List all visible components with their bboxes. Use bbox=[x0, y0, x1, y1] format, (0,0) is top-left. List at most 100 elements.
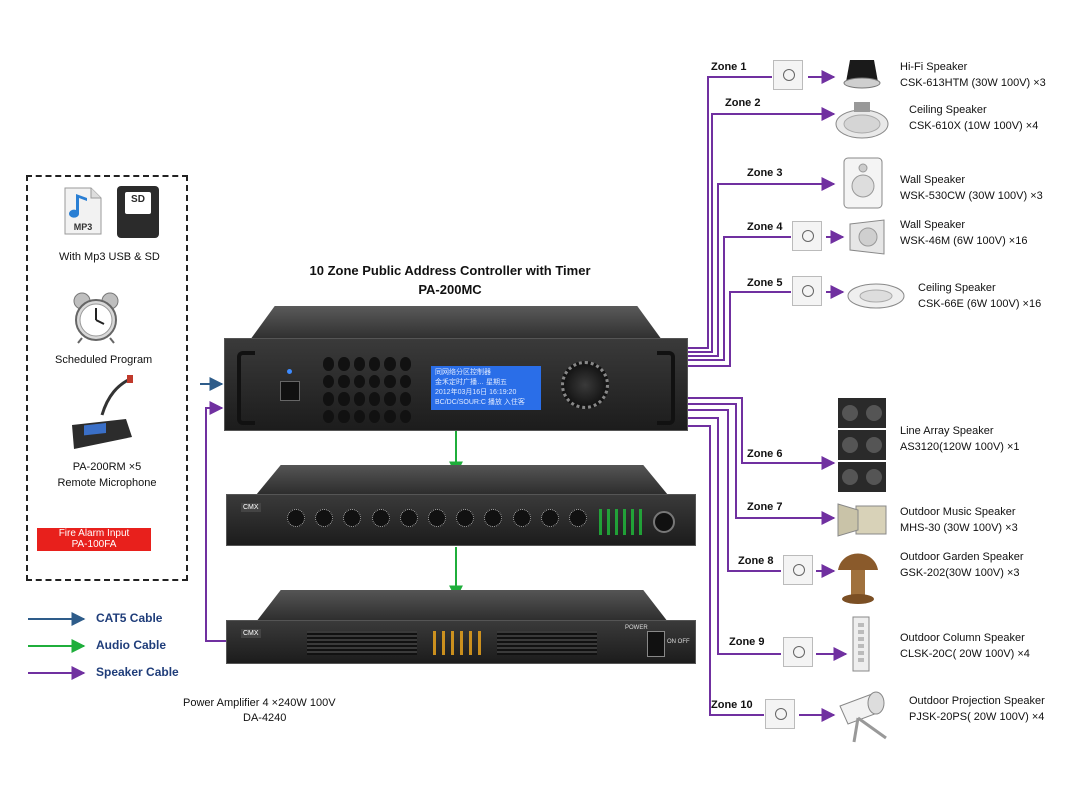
zone-9-label: Zone 9 bbox=[729, 636, 765, 648]
zone-9-speaker-model: CLSK-20C( 20W 100V) ×4 bbox=[900, 648, 1030, 660]
amp-vent-left bbox=[307, 631, 417, 655]
key[interactable] bbox=[368, 409, 381, 423]
zone8-cable bbox=[687, 409, 781, 572]
mixer-power-button[interactable] bbox=[653, 511, 675, 533]
amp-badge: CMX bbox=[241, 629, 261, 638]
zone-2-label: Zone 2 bbox=[725, 97, 761, 109]
mixer-knob[interactable] bbox=[315, 509, 334, 527]
volume-knob[interactable] bbox=[561, 361, 609, 409]
amp-power-switch[interactable] bbox=[647, 631, 665, 657]
wall-speaker-icon bbox=[842, 156, 884, 210]
zone-8-label: Zone 8 bbox=[738, 555, 774, 567]
remote-microphone-icon bbox=[68, 375, 134, 453]
fire-alarm-label: Fire Alarm Input bbox=[58, 528, 130, 539]
zone-10-speaker-name: Outdoor Projection Speaker bbox=[909, 695, 1045, 707]
remote-mic-label: Remote Microphone bbox=[57, 477, 157, 489]
key[interactable] bbox=[323, 409, 335, 423]
key[interactable] bbox=[399, 392, 411, 406]
zone-3-speaker-name: Wall Speaker bbox=[900, 174, 966, 186]
key[interactable] bbox=[353, 409, 365, 423]
zone-7-label: Zone 7 bbox=[747, 501, 783, 513]
mp3-label: MP3 bbox=[73, 222, 93, 232]
mp3-file-icon: MP3 bbox=[63, 186, 103, 236]
zone-5-volume-control[interactable] bbox=[792, 276, 822, 306]
mixer-badge: CMX bbox=[241, 503, 261, 512]
zone-5-speaker-name: Ceiling Speaker bbox=[918, 282, 996, 294]
key[interactable] bbox=[384, 392, 396, 406]
mixer-knob[interactable] bbox=[427, 509, 446, 527]
fire-alarm-model: PA-100FA bbox=[71, 539, 117, 550]
key[interactable] bbox=[399, 374, 411, 388]
zone-4-volume-control[interactable] bbox=[792, 221, 822, 251]
amp-vent-right bbox=[497, 631, 597, 655]
controller-top bbox=[250, 306, 662, 340]
key[interactable] bbox=[353, 357, 365, 371]
line-array-speaker-icon bbox=[836, 396, 888, 496]
mixer-knob-row bbox=[287, 509, 587, 535]
mixer-knob[interactable] bbox=[287, 509, 305, 527]
zone-10-speaker-model: PJSK-20PS( 20W 100V) ×4 bbox=[909, 711, 1045, 723]
mixer-knob[interactable] bbox=[371, 509, 390, 527]
amp-power-label: POWER bbox=[625, 625, 648, 631]
key[interactable] bbox=[353, 392, 365, 406]
key[interactable] bbox=[368, 374, 381, 388]
zone-9-volume-control[interactable] bbox=[783, 637, 813, 667]
sd-label: SD bbox=[131, 194, 145, 205]
zone-10-label: Zone 10 bbox=[711, 699, 753, 711]
key[interactable] bbox=[323, 392, 335, 406]
zone-4-label: Zone 4 bbox=[747, 221, 783, 233]
key[interactable] bbox=[384, 357, 396, 371]
mixer-knob[interactable] bbox=[343, 509, 362, 527]
garden-speaker-icon bbox=[836, 544, 880, 606]
mixer-knob[interactable] bbox=[540, 509, 559, 527]
pa-controller-unit: 同网络分区控制器 金禾定时广播… 星期五 2012年03月16日 16:19:2… bbox=[224, 338, 688, 431]
lcd-display: 同网络分区控制器 金禾定时广播… 星期五 2012年03月16日 16:19:2… bbox=[431, 366, 541, 410]
key[interactable] bbox=[338, 409, 350, 423]
mixer-knob[interactable] bbox=[512, 509, 531, 527]
key[interactable] bbox=[323, 374, 335, 388]
power-led bbox=[287, 369, 292, 374]
mixer-knob[interactable] bbox=[568, 509, 587, 527]
lcd-line-1: 同网络分区控制器 bbox=[435, 369, 491, 376]
usb-sd-label: With Mp3 USB & SD bbox=[59, 251, 160, 263]
mixer-level-leds bbox=[599, 509, 645, 535]
small-wall-speaker-icon bbox=[846, 218, 888, 256]
mixer-knob[interactable] bbox=[484, 509, 503, 527]
mixer-knob[interactable] bbox=[456, 509, 475, 527]
zone-1-volume-control[interactable] bbox=[773, 60, 803, 90]
zone-2-speaker-model: CSK-610X (10W 100V) ×4 bbox=[909, 120, 1039, 132]
mixer-knob[interactable] bbox=[399, 509, 418, 527]
key[interactable] bbox=[399, 409, 411, 423]
zone-1-speaker-name: Hi-Fi Speaker bbox=[900, 61, 968, 73]
zone-7-speaker-model: MHS-30 (30W 100V) ×3 bbox=[900, 522, 1018, 534]
zone-8-volume-control[interactable] bbox=[783, 555, 813, 585]
zone-1-speaker-model: CSK-613HTM (30W 100V) ×3 bbox=[900, 77, 1046, 89]
zone7-cable bbox=[687, 403, 836, 525]
lcd-line-4: BC/DC/SOUR:C 播放 入住客 bbox=[435, 399, 525, 406]
right-handle bbox=[657, 351, 675, 425]
zone2-cable bbox=[687, 107, 836, 353]
key[interactable] bbox=[368, 392, 381, 406]
projection-speaker-icon bbox=[836, 688, 896, 748]
key[interactable] bbox=[384, 409, 396, 423]
key[interactable] bbox=[368, 357, 381, 371]
key[interactable] bbox=[384, 374, 396, 388]
column-speaker-icon bbox=[849, 615, 873, 673]
power-switch[interactable] bbox=[280, 381, 300, 401]
key[interactable] bbox=[353, 374, 365, 388]
key[interactable] bbox=[323, 357, 335, 371]
key[interactable] bbox=[399, 357, 411, 371]
amp-return-cable bbox=[205, 401, 226, 642]
controller-title: 10 Zone Public Address Controller with T… bbox=[309, 263, 591, 278]
controller-model: PA-200MC bbox=[418, 282, 482, 297]
key[interactable] bbox=[338, 357, 350, 371]
input-sources-box bbox=[26, 175, 188, 581]
remote-mic-model: PA-200RM ×5 bbox=[72, 461, 142, 473]
zone-10-volume-control[interactable] bbox=[765, 699, 795, 729]
power-amp-model: DA-4240 bbox=[243, 712, 287, 724]
key[interactable] bbox=[338, 392, 350, 406]
amp-meter bbox=[433, 631, 483, 655]
key[interactable] bbox=[338, 374, 350, 388]
zone-2-speaker-name: Ceiling Speaker bbox=[909, 104, 987, 116]
